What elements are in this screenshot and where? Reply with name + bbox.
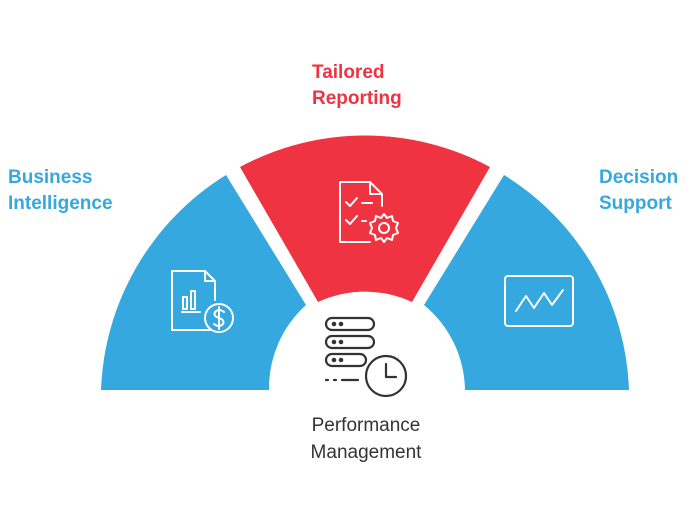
server-clock-icon <box>324 316 408 398</box>
label-tailored-reporting-line2: Reporting <box>312 88 402 109</box>
segment-decision-support <box>424 175 629 390</box>
label-business-intelligence: Business Intelligence <box>8 165 113 217</box>
label-business-intelligence-line2: Intelligence <box>8 193 113 214</box>
line-chart-monitor-icon <box>504 275 574 327</box>
label-performance-management-line2: Management <box>310 442 422 463</box>
label-decision-support-line2: Support <box>599 193 672 214</box>
label-business-intelligence-line1: Business <box>8 167 93 188</box>
segment-tailored-reporting <box>240 135 490 302</box>
segment-business-intelligence <box>101 175 306 390</box>
label-decision-support-line1: Decision <box>599 167 679 188</box>
label-performance-management-line1: Performance <box>311 415 421 436</box>
financial-report-icon <box>171 270 234 333</box>
label-tailored-reporting: Tailored Reporting <box>312 60 402 112</box>
label-performance-management: Performance Management <box>291 412 441 466</box>
label-decision-support: Decision Support <box>599 165 678 217</box>
label-tailored-reporting-line1: Tailored <box>312 62 385 83</box>
checklist-gear-icon <box>339 181 399 243</box>
